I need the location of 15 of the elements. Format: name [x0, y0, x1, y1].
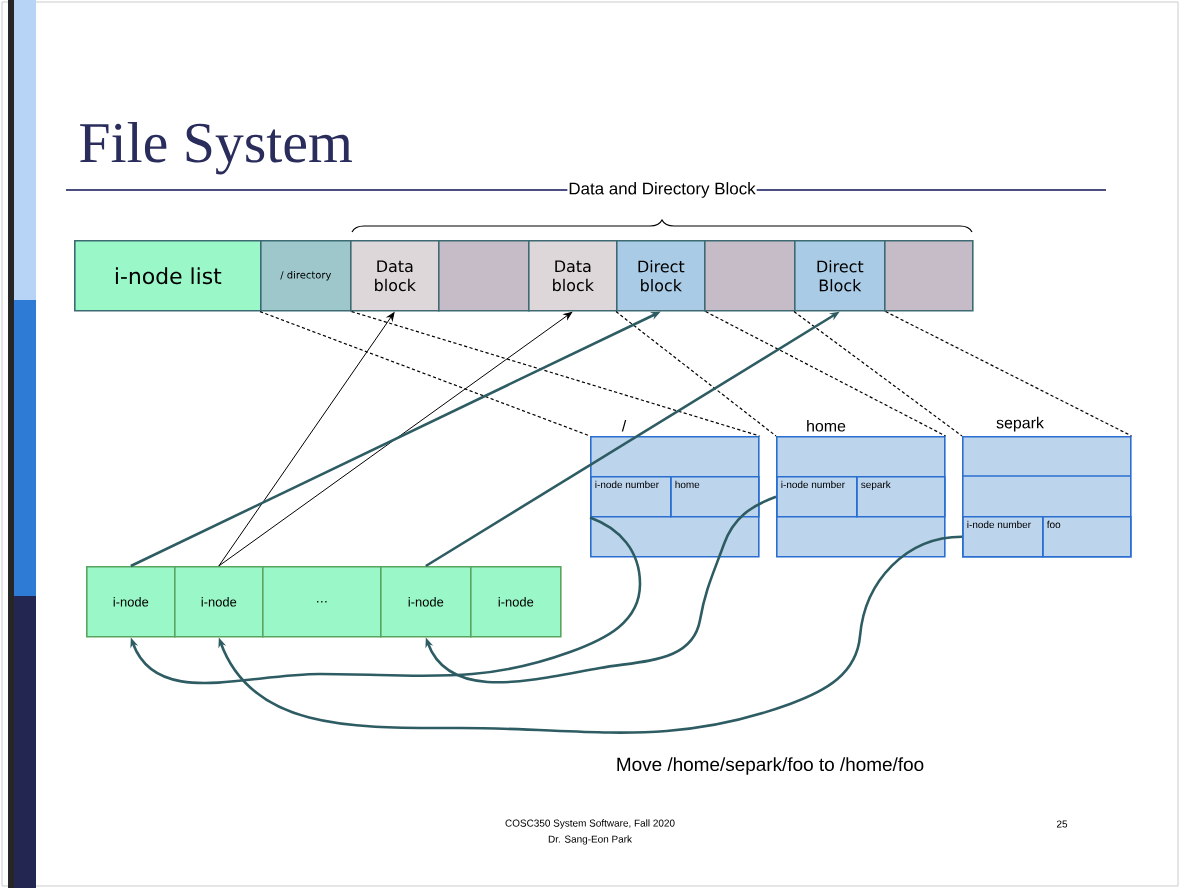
inode-list-cell: i-node list [74, 240, 262, 312]
connector-line [351, 310, 761, 437]
block-cell [884, 240, 974, 312]
connector-line [793, 310, 963, 437]
connector-line [259, 310, 591, 437]
title: File System [80, 121, 352, 175]
brace-label: Data and Directory Block [567, 181, 757, 199]
block-cell [438, 240, 530, 312]
connector-line [705, 310, 947, 437]
block-cell [704, 240, 796, 312]
arrow [218, 312, 395, 567]
connector-line [885, 310, 1133, 437]
arrow [218, 311, 573, 567]
connector-line [615, 310, 777, 437]
caption: Move /home/separk/foo to /home/foo [614, 756, 926, 776]
